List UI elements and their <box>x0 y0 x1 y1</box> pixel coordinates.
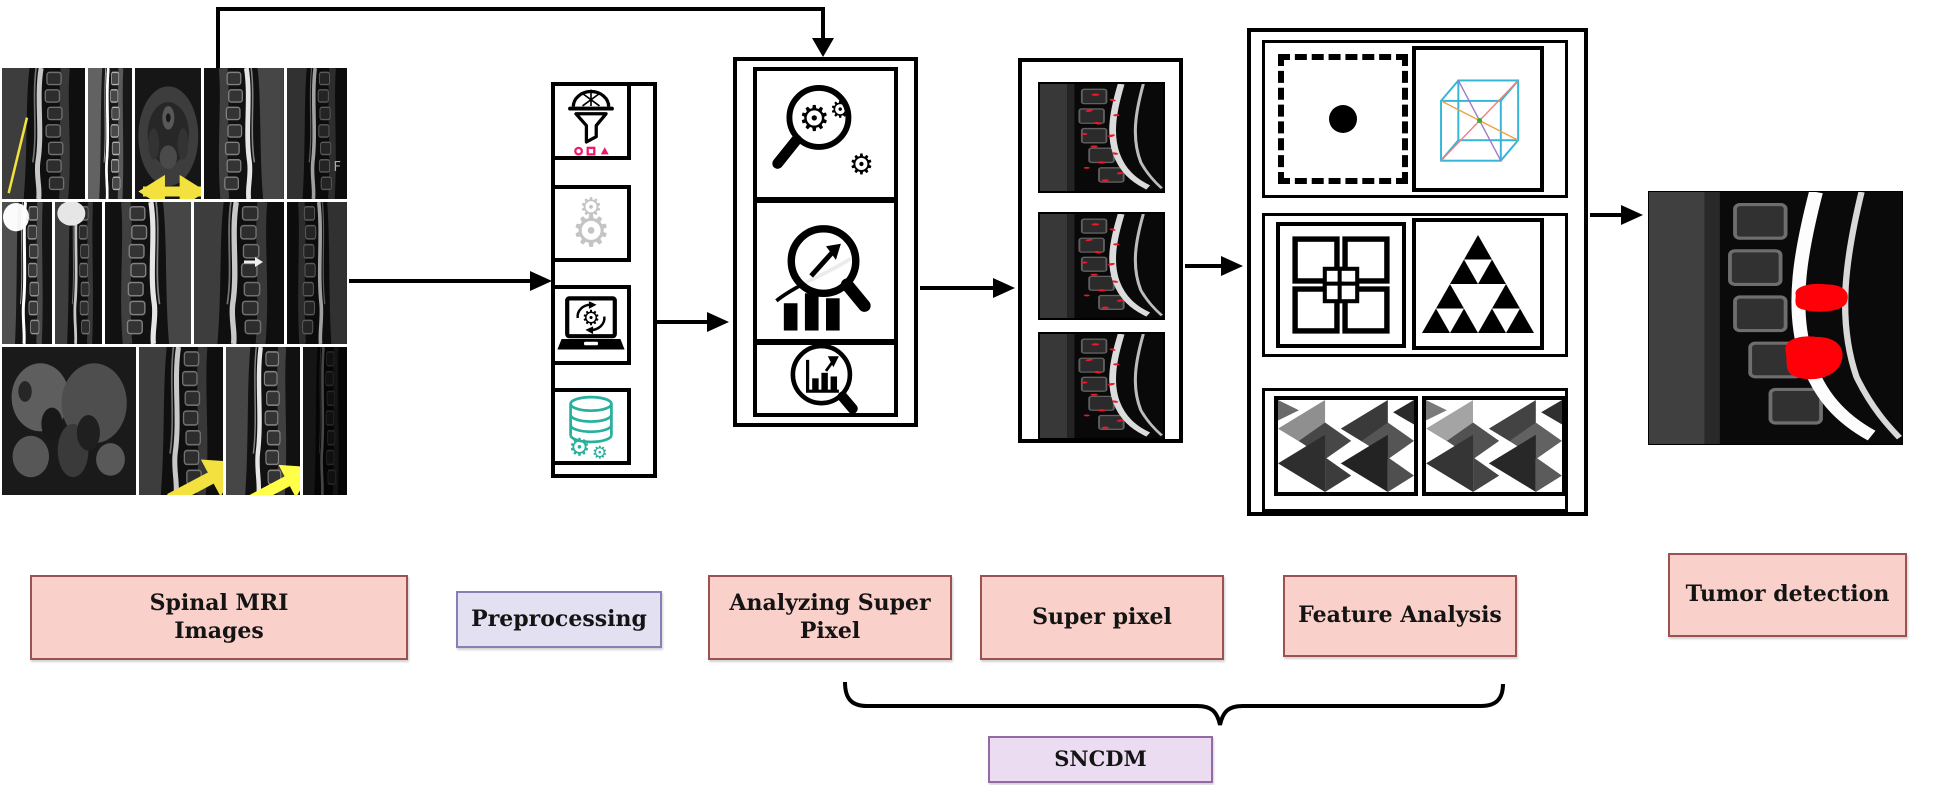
magnifier-gears-icon: ⚙ ⚙ ⚙ <box>753 67 898 201</box>
outer-gear-icon: ⚙ <box>848 148 873 181</box>
database-gears-icon: ⚙ ⚙ <box>551 388 631 465</box>
large-gear-icon: ⚙ <box>571 206 611 258</box>
magnifier-trend-icon <box>753 199 898 343</box>
superpixel-image <box>1038 332 1165 440</box>
mri-panel <box>204 68 285 200</box>
label-super-pixel: Super pixel <box>980 575 1224 660</box>
label-text: Feature Analysis <box>1298 602 1502 629</box>
label-text: SNCDM <box>1054 746 1147 772</box>
db-gear-icon: ⚙ <box>568 432 590 460</box>
mri-panel <box>2 202 52 345</box>
sierpinski-triangle-icon <box>1412 218 1544 350</box>
arrow-feature-to-tumor <box>1590 205 1643 225</box>
mri-panel <box>88 68 132 200</box>
mri-panel <box>287 202 347 345</box>
mri-panel <box>104 202 192 345</box>
point-dot <box>1329 105 1357 133</box>
superpixel-image <box>1038 82 1165 193</box>
label-text: Super pixel <box>1032 603 1172 630</box>
label-spinal-mri-images: Spinal MRI Images <box>30 575 408 660</box>
tumor-detection-image <box>1648 191 1903 445</box>
label-sncdm: SNCDM <box>988 736 1213 783</box>
spinal-mri-collage: F <box>2 68 348 495</box>
shapes-circle-square-triangle-icon <box>574 146 609 156</box>
lens-gear-icon: ⚙ <box>798 98 830 139</box>
cube-3d-wireframe-icon <box>1412 46 1544 192</box>
label-tumor-detection: Tumor detection <box>1668 553 1907 637</box>
laptop-processing-icon: ⚙ <box>551 285 631 365</box>
label-text: Images <box>174 617 264 644</box>
mri-panel <box>54 202 102 345</box>
small-gear-icon: ⚙ <box>579 192 603 223</box>
label-text: Spinal MRI <box>149 590 289 616</box>
gears-icon: ⚙⚙ <box>551 185 631 262</box>
lens-gear2-icon: ⚙ <box>829 95 850 123</box>
label-preprocessing: Preprocessing <box>456 591 662 648</box>
mri-panel <box>194 202 285 345</box>
mri-panel-pelvis <box>2 347 137 495</box>
mri-panel-axial <box>134 68 202 200</box>
processing-gear-icon: ⚙ <box>582 306 601 330</box>
mri-panel <box>226 347 301 495</box>
arrow-analyzing-to-superpixel <box>920 278 1015 298</box>
triangle-texture-icon <box>1422 396 1566 496</box>
mri-panel <box>2 68 86 200</box>
label-text: Tumor detection <box>1685 581 1890 608</box>
overlapping-squares-icon <box>1276 222 1406 348</box>
image-annotation-f: F <box>333 160 342 176</box>
label-text: Pixel <box>799 617 861 644</box>
triangle-texture-icon <box>1274 396 1418 496</box>
label-analyzing-super-pixel: Analyzing Super Pixel <box>708 575 952 660</box>
label-text: Preprocessing <box>471 605 647 632</box>
arrow-collage-to-preprocessing <box>349 271 552 291</box>
mri-panel: F <box>287 68 347 200</box>
filter-funnel-icon <box>551 82 631 160</box>
db-gear-small-icon: ⚙ <box>592 443 608 461</box>
magnifier-bar-chart-icon <box>753 341 898 417</box>
dashed-square-point-icon <box>1278 54 1408 184</box>
arrow-superpixel-to-feature <box>1185 256 1243 276</box>
label-text: Analyzing Super <box>729 590 931 616</box>
label-feature-analysis: Feature Analysis <box>1283 575 1517 657</box>
sncdm-brace <box>843 681 1505 726</box>
mri-panel <box>303 347 348 495</box>
superpixel-image <box>1038 212 1165 320</box>
mri-panel <box>139 347 224 495</box>
